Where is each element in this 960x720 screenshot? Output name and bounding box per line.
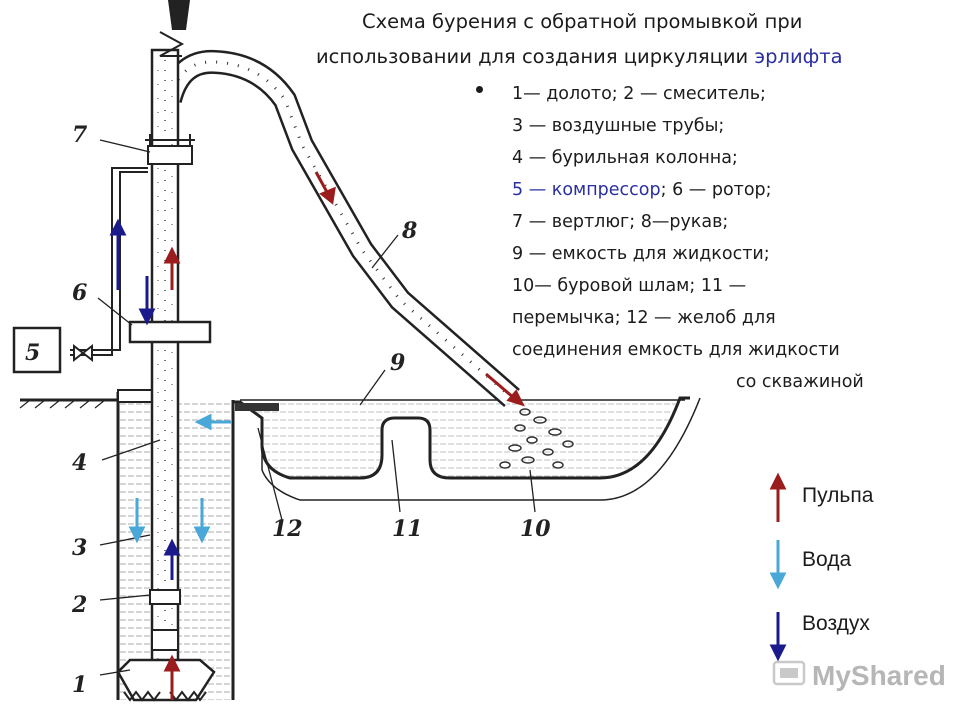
- rotor: [128, 320, 212, 344]
- part-number-1: 1: [72, 672, 87, 698]
- legend-air-arrow: [769, 612, 787, 662]
- part-number-8: 8: [401, 218, 417, 244]
- legend-line: 7 — вертлюг; 8—рукав;: [512, 212, 729, 232]
- legend-pulp-arrow: [769, 472, 787, 522]
- part-number-4: 4: [72, 450, 87, 476]
- part-number-11: 11: [392, 516, 423, 542]
- bullet-icon: [476, 86, 483, 93]
- part-number-3: 3: [72, 535, 87, 561]
- swivel: [145, 0, 195, 165]
- legend-line: перемычка; 12 — желоб для: [512, 308, 776, 328]
- air-arrow: [163, 538, 181, 580]
- legend-water-label: Вода: [802, 548, 852, 571]
- legend-air-label: Воздух: [802, 612, 870, 635]
- part-number-2: 2: [71, 592, 87, 618]
- part-number-5: 5: [25, 340, 40, 366]
- watermark-text: MyShared: [812, 660, 946, 691]
- title-prefix: использовании для создания циркуляции: [316, 45, 755, 68]
- legend-line: 5 — компрессор; 6 — ротор;: [512, 180, 772, 200]
- pulp-arrow: [485, 372, 525, 407]
- compressor: [12, 326, 62, 374]
- pulp-arrow: [314, 171, 336, 205]
- legend-line: 9 — емкость для жидкости;: [512, 244, 770, 264]
- air-arrow: [138, 276, 156, 326]
- liquid-tank: [233, 396, 690, 480]
- legend-line-rest: ; 6 — ротор;: [660, 180, 772, 200]
- pulp-arrow: [163, 246, 181, 290]
- part-number-6: 6: [72, 280, 87, 306]
- part-number-10: 10: [520, 516, 551, 542]
- legend-line: соединения емкость для жидкости: [512, 340, 840, 360]
- diagram-title-line2: использовании для создания циркуляции эр…: [316, 45, 843, 68]
- part-number-7: 7: [72, 122, 88, 148]
- diagram-title-line1: Схема бурения с обратной промывкой при: [362, 10, 803, 33]
- legend-line: 10— буровой шлам; 11 —: [512, 276, 747, 296]
- part-number-9: 9: [390, 350, 405, 376]
- water-arrow: [193, 498, 211, 544]
- drill-column: [150, 48, 180, 672]
- water-arrow: [194, 413, 232, 431]
- pulp-arrow: [163, 654, 181, 700]
- mixer: [149, 589, 181, 605]
- watermark-logo-icon: [772, 660, 806, 686]
- air-pipe: [70, 167, 148, 363]
- airlift-link[interactable]: эрлифта: [754, 45, 843, 68]
- legend-line: 4 — бурильная колонна;: [512, 148, 738, 168]
- legend-pulp-label: Пульпа: [802, 484, 874, 507]
- air-arrow: [109, 218, 127, 290]
- legend-line: 1— долото; 2 — смеситель;: [512, 84, 766, 104]
- legend-line: со скважиной: [736, 372, 864, 392]
- water-arrow: [128, 498, 146, 544]
- compressor-link[interactable]: 5 — компрессор: [512, 180, 661, 200]
- legend-line: 3 — воздушные трубы;: [512, 116, 725, 136]
- legend-water-arrow: [769, 540, 787, 590]
- part-number-12: 12: [272, 516, 303, 542]
- drill-cuttings: [499, 408, 574, 469]
